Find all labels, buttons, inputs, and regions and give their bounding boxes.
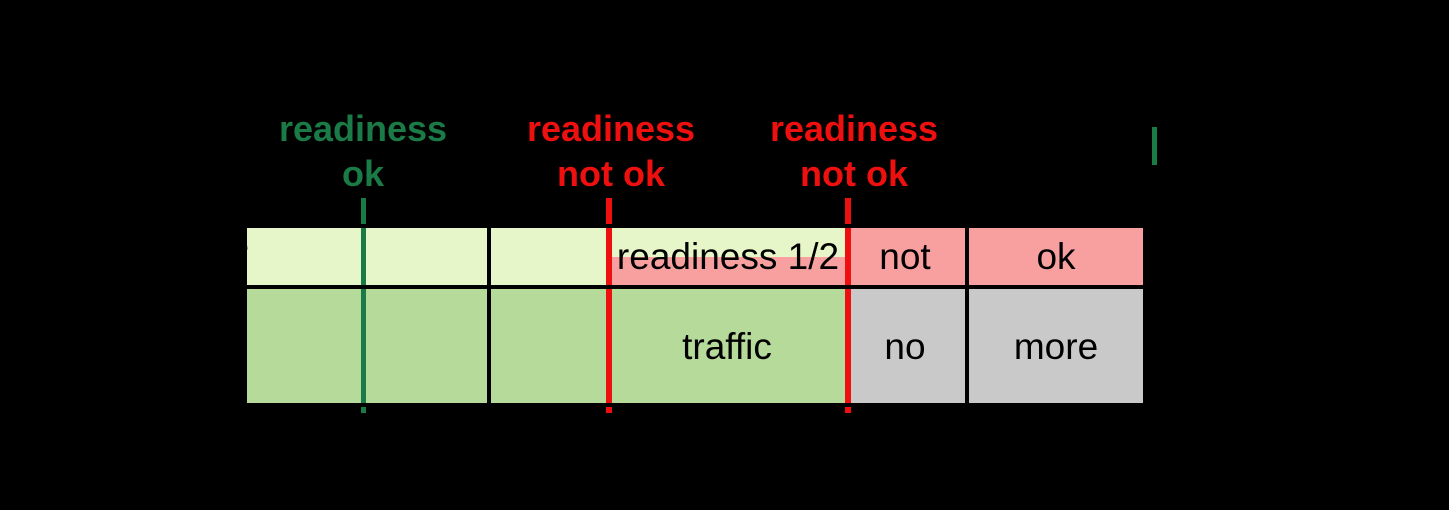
probe-row-half-fail-band [612,257,851,285]
cell-ok: ok [1036,236,1076,277]
readiness-ok-label-line2: ok [341,153,385,194]
readiness-notok-2-label-line2: not ok [800,153,908,194]
sigkill-annotation: SIGKILL [1254,57,1368,90]
table-top-border [247,224,1143,228]
row-arrow-icon: ➤ [203,268,233,306]
probe-row-notok-background [851,228,1143,285]
cell-traffic: traffic [682,326,772,367]
cell-readiness-half: readiness 1/2 [616,236,840,277]
consequence-annotation-line1: application [901,6,1075,47]
table-vertical-border-1 [487,224,491,407]
event-annotation: Stop the World [379,52,605,90]
cell-no: no [884,326,926,367]
readiness-fail-2-marker-line [845,198,851,413]
traffic-row-label-line1: traffic from [45,302,205,340]
traffic-row-flowing-background [247,289,851,403]
readiness-notok-2-label-line1: readiness [769,108,939,149]
probe-row-label: readiness probe [5,228,249,266]
cell-more: more [1013,326,1099,367]
legend-green-tick-icon [1152,127,1157,165]
no-restart-annotation-line1: no restart, no [1221,17,1399,50]
readiness-ok-marker-line [361,198,366,413]
readiness-ok-label-line1: readiness [278,108,448,149]
failure-threshold-annotation: failureThreshold: 2 [622,415,922,456]
table-vertical-border-2 [965,224,969,407]
until-ready-annotation-line1: until it's ready [1218,412,1426,450]
traffic-row-stopped-background [851,289,1143,403]
legend-label: = ok [1167,129,1225,162]
table-bottom-border [247,403,1143,407]
traffic-row-label-line2: Service [90,344,204,382]
readiness-notok-1-label-line1: readiness [526,108,696,149]
table-row-divider [247,285,1143,289]
readiness-notok-1-label-line2: not ok [557,153,665,194]
until-ready-annotation-line2: again [1285,450,1369,488]
cell-not: not [879,236,931,277]
consequence-annotation-line2: keeps on running [826,52,1104,93]
readiness-fail-1-marker-line [606,198,612,413]
